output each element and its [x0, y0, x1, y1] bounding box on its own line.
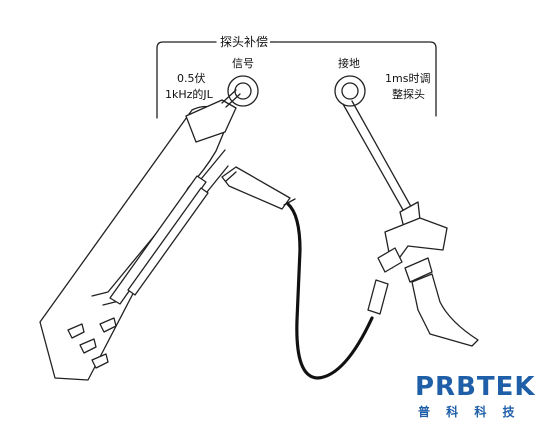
signal-label: 信号 [232, 57, 254, 70]
terminal-bracket [156, 41, 437, 119]
ground-clip [342, 100, 479, 347]
logo-name: PRBTEK [415, 372, 536, 402]
left-note-line1: 0.5伏 [177, 72, 206, 85]
probe-body [39, 89, 241, 381]
right-note-line1: 1ms时调 [385, 72, 431, 85]
ground-terminal [334, 75, 366, 107]
ground-label: 接地 [338, 57, 360, 70]
right-note-line2: 整探头 [392, 88, 425, 101]
logo-subtitle: 普 科 科 技 [418, 405, 521, 419]
diagram-title: 探头补偿 [218, 35, 271, 49]
ground-lead-wire [286, 202, 374, 380]
left-note-line2: 1kHz的JL [165, 88, 213, 101]
ground-lead-plug [221, 166, 296, 210]
